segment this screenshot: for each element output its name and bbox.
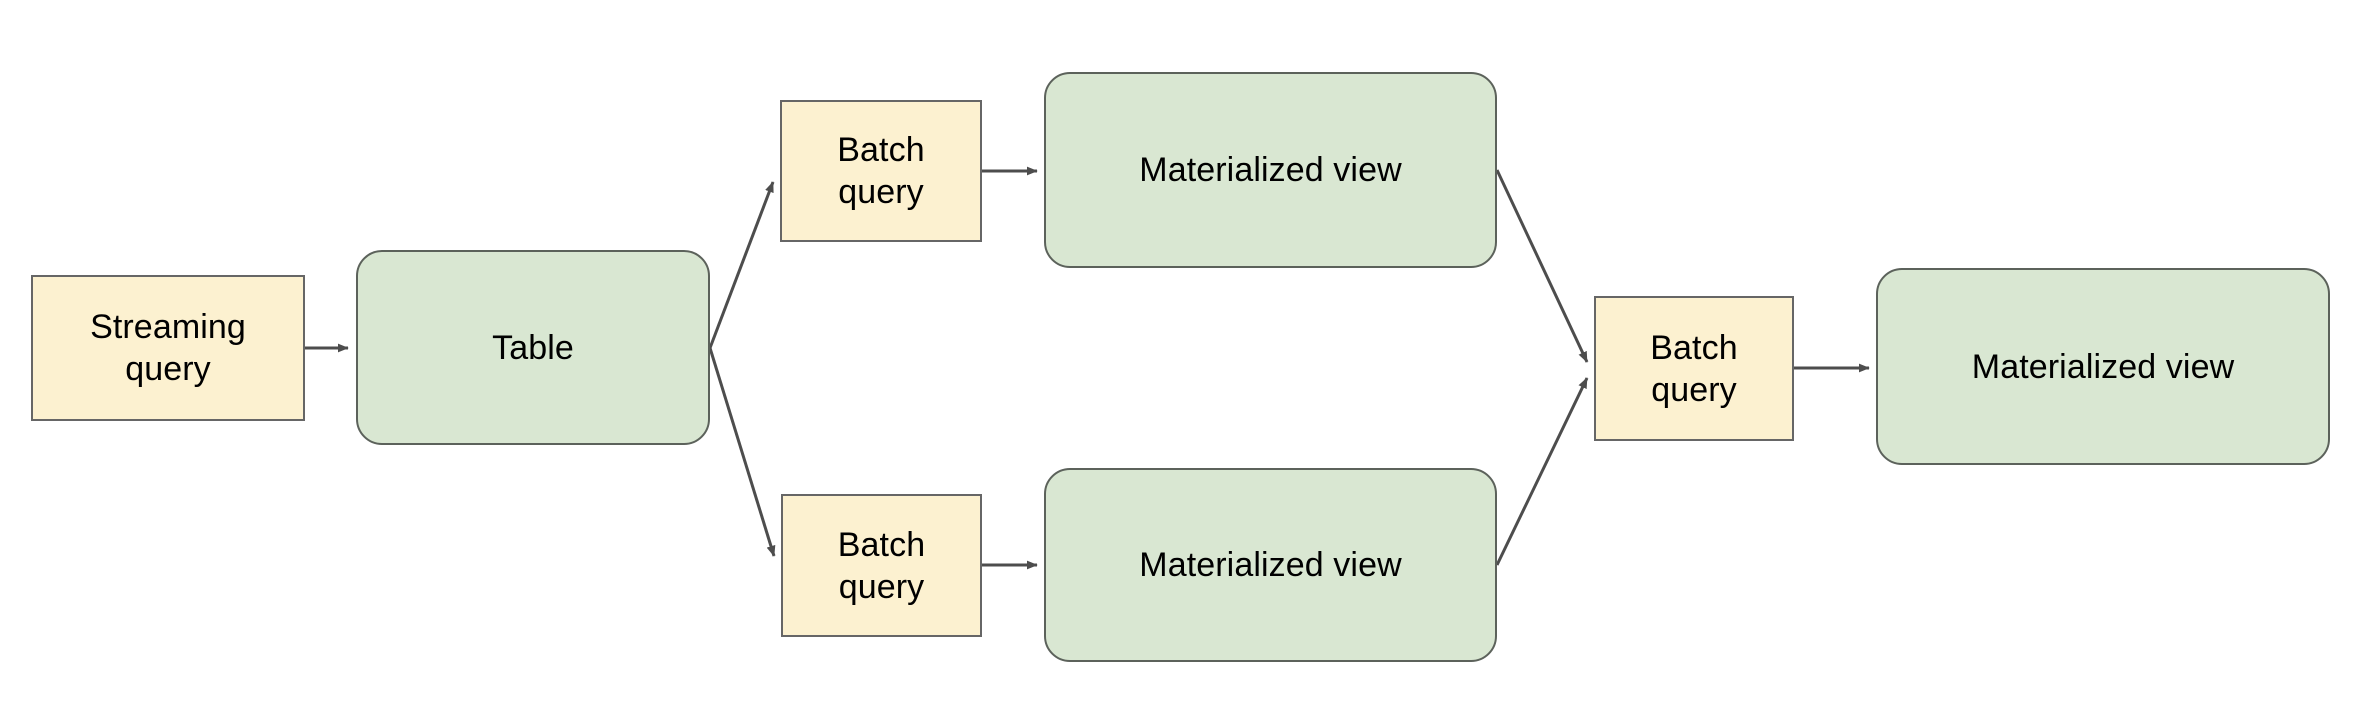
node-batch-query-merge[interactable]: Batch query [1594,296,1794,441]
node-label-materialized-view-final: Materialized view [1971,347,2235,386]
node-label-batch-query-merge: Batch query [1650,328,1738,409]
node-batch-query-top[interactable]: Batch query [780,100,982,242]
node-batch-query-bottom[interactable]: Batch query [781,494,982,637]
node-label-materialized-view-bottom: Materialized view [1139,546,1402,584]
edge-mv-bottom-to-batch-merge [1495,377,1589,566]
node-label-materialized-view-top: Materialized view [1139,151,1402,189]
node-label-table: Table [492,328,574,367]
node-materialized-view-top[interactable]: Materialized view [1044,72,1497,268]
node-table[interactable]: Table [356,250,710,445]
node-streaming-query[interactable]: Streaming query [31,275,305,421]
node-label-batch-query-top: Batch query [837,131,925,211]
node-materialized-view-final[interactable]: Materialized view [1876,268,2330,465]
edge-table-to-batch-top [708,181,775,349]
edge-table-to-batch-bottom [708,347,776,557]
node-label-streaming-query: Streaming query [90,308,246,388]
node-label-batch-query-bottom: Batch query [837,525,926,606]
edge-mv-top-to-batch-merge [1495,169,1589,363]
node-materialized-view-bottom[interactable]: Materialized view [1044,468,1497,662]
